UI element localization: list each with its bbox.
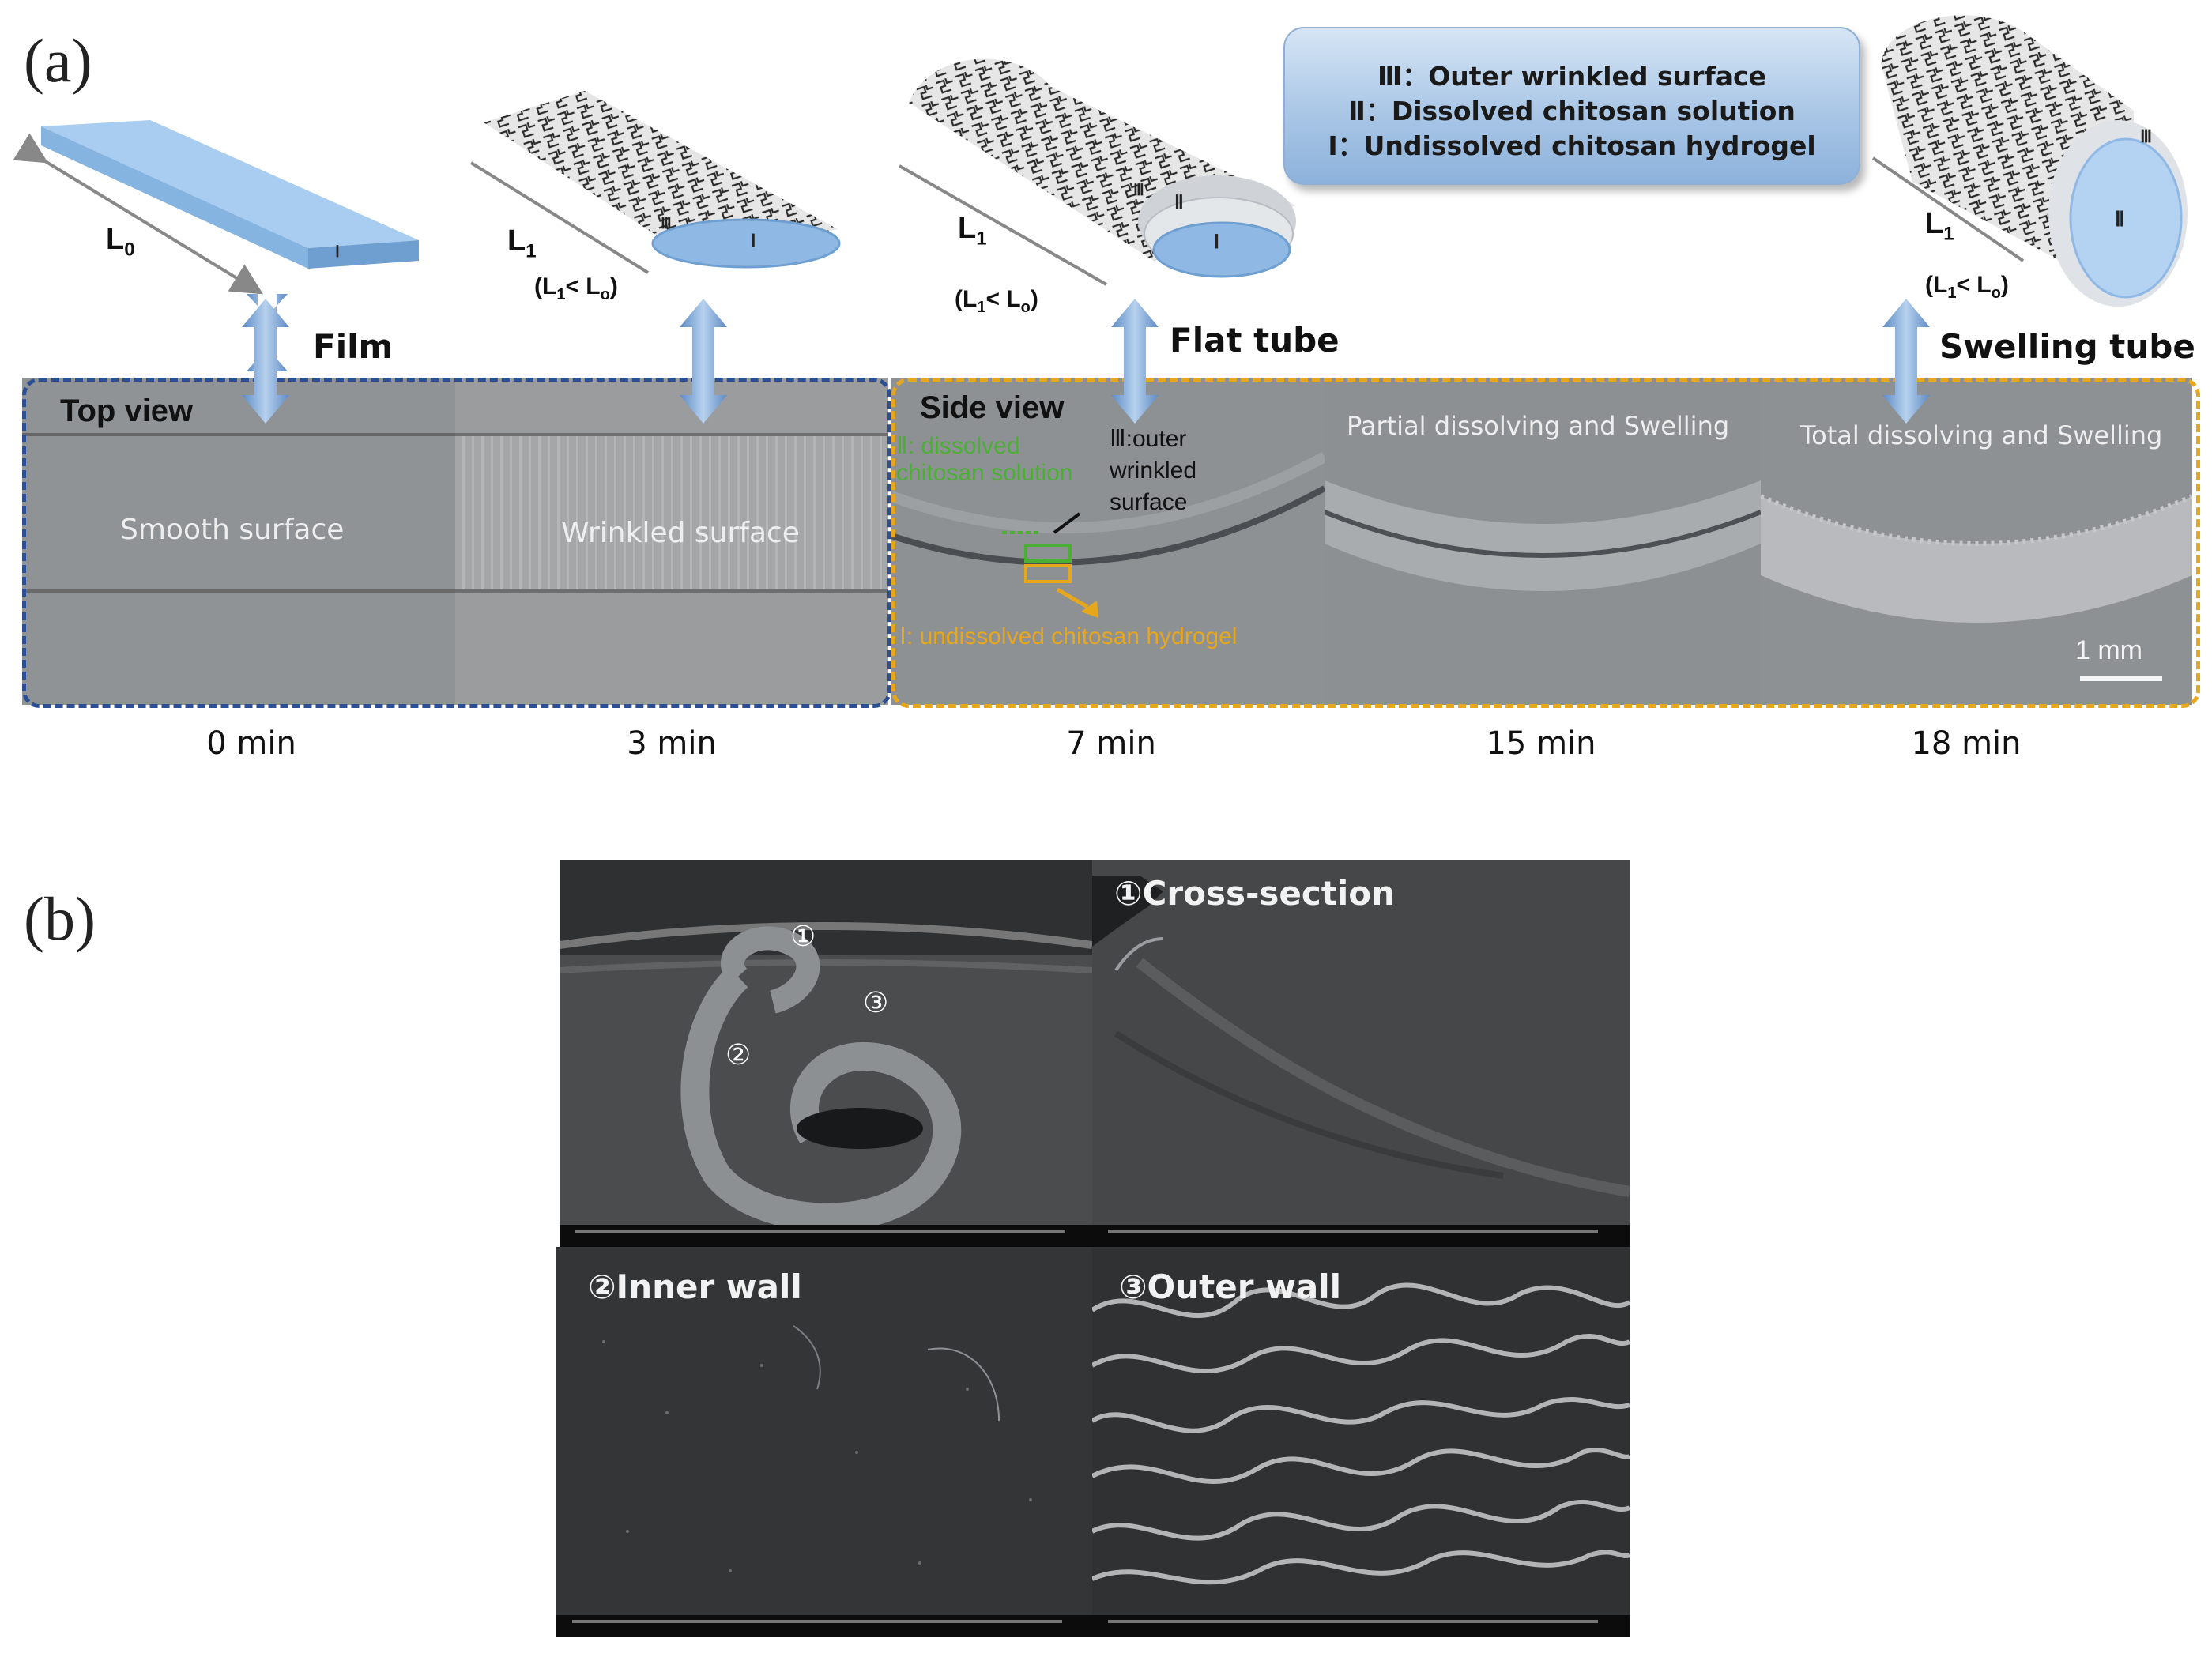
sem-cross-section-title: ①Cross-section: [1114, 874, 1395, 913]
double-arrow-2: [1111, 299, 1159, 424]
sem-inner-wall: ②Inner wall: [556, 1247, 1092, 1637]
wrinkled-constraint-label: (L1< Lo): [534, 273, 618, 303]
stage-label-film: Film: [313, 327, 394, 366]
swelling-tube-length-label: L1: [1925, 207, 1954, 245]
wrinkled-layer3-label: Ⅲ: [661, 215, 672, 232]
legend-line-3: Ⅲ：Outer wrinkled surface: [1377, 61, 1766, 92]
time-label-3: 15 min: [1486, 725, 1596, 762]
top-view-group-border: [22, 378, 891, 708]
smooth-surface-text: Smooth surface: [120, 514, 345, 546]
sem-marker-1: ①: [790, 920, 816, 952]
dissolved-chitosan-label: Ⅱ: dissolved chitosan solution: [896, 433, 1073, 486]
film-layer-label: Ⅰ: [335, 243, 340, 261]
side-view-label: Side view: [920, 390, 1065, 425]
wrinkled-length-label: L1: [507, 224, 537, 262]
legend-line-2: Ⅱ：Dissolved chitosan solution: [1348, 96, 1796, 126]
stage-label-swelling-tube: Swelling tube: [1939, 327, 2195, 366]
flat-tube-length-label: L1: [958, 212, 987, 250]
sem-outer-wall-title: ③Outer wall: [1119, 1267, 1341, 1306]
flat-tube-constraint-label: (L1< Lo): [955, 286, 1038, 316]
total-dissolving-text: Total dissolving and Swelling: [1800, 420, 2163, 450]
photo-18-min: Total dissolving and Swelling 1 mm: [1761, 378, 2192, 705]
flat-tube: [899, 58, 1296, 286]
schematic-diagram: [13, 15, 2188, 395]
wrinkled-film: [469, 91, 841, 274]
panel-b-label: (b): [24, 884, 96, 953]
sem-inner-wall-title: ②Inner wall: [588, 1267, 802, 1306]
double-arrow-3: [1882, 299, 1930, 424]
photo-3-min: Wrinkled surface: [455, 378, 888, 705]
side-view-group-border: [891, 378, 2200, 708]
flat-tube-layer3-label: Ⅲ: [1133, 182, 1144, 199]
photo-0-min: Smooth surface: [22, 378, 455, 705]
sem-marker-3: ③: [863, 986, 889, 1019]
wrinkled-surface-text: Wrinkled surface: [561, 517, 800, 549]
sem-outer-wall: ③Outer wall: [1092, 1247, 1630, 1637]
stage-arrows: [242, 299, 1930, 424]
time-label-2: 7 min: [1066, 725, 1156, 762]
swelling-tube-layer3-label: Ⅲ: [2140, 126, 2153, 146]
scale-bar-label: 1 mm: [2075, 635, 2142, 665]
outer-wrinkled-label: Ⅲ:outer wrinkled surface: [1110, 426, 1197, 515]
stage-label-flat-tube: Flat tube: [1170, 321, 1340, 360]
flat-tube-layer1-label: Ⅰ: [1214, 232, 1220, 253]
partial-dissolving-text: Partial dissolving and Swelling: [1347, 411, 1730, 441]
time-label-1: 3 min: [627, 725, 717, 762]
sem-overview: ① ② ③: [560, 860, 1092, 1247]
legend-line-1: Ⅰ：Undissolved chitosan hydrogel: [1328, 130, 1816, 161]
scale-bar: [2080, 676, 2162, 681]
swelling-tube-constraint-label: (L1< Lo): [1925, 272, 2009, 302]
film-length-label: L0: [106, 223, 135, 261]
time-label-4: 18 min: [1911, 725, 2022, 762]
double-arrow-0: [242, 299, 289, 424]
photo-7-min: Side view Ⅱ: dissolved chitosan solution…: [891, 378, 1325, 705]
undissolved-chitosan-label: Ⅰ: undissolved chitosan hydrogel: [899, 623, 1238, 650]
legend-box: Ⅲ：Outer wrinkled surface Ⅱ：Dissolved chi…: [1283, 27, 1860, 185]
film-slab: [13, 120, 419, 295]
flat-tube-layer2-label: Ⅱ: [1174, 192, 1184, 213]
sem-marker-2: ②: [725, 1038, 752, 1071]
time-label-0: 0 min: [206, 725, 296, 762]
photo-15-min: Partial dissolving and Swelling: [1325, 378, 1761, 705]
swelling-tube: [1871, 15, 2188, 307]
top-view-label: Top view: [60, 394, 194, 428]
wrinkled-layer1-label: Ⅰ: [751, 231, 756, 250]
sem-cross-section: ①Cross-section: [1092, 860, 1630, 1247]
double-arrow-1: [680, 299, 727, 424]
panel-a-label: (a): [24, 26, 92, 95]
swelling-tube-layer2-label: Ⅱ: [2115, 207, 2125, 231]
